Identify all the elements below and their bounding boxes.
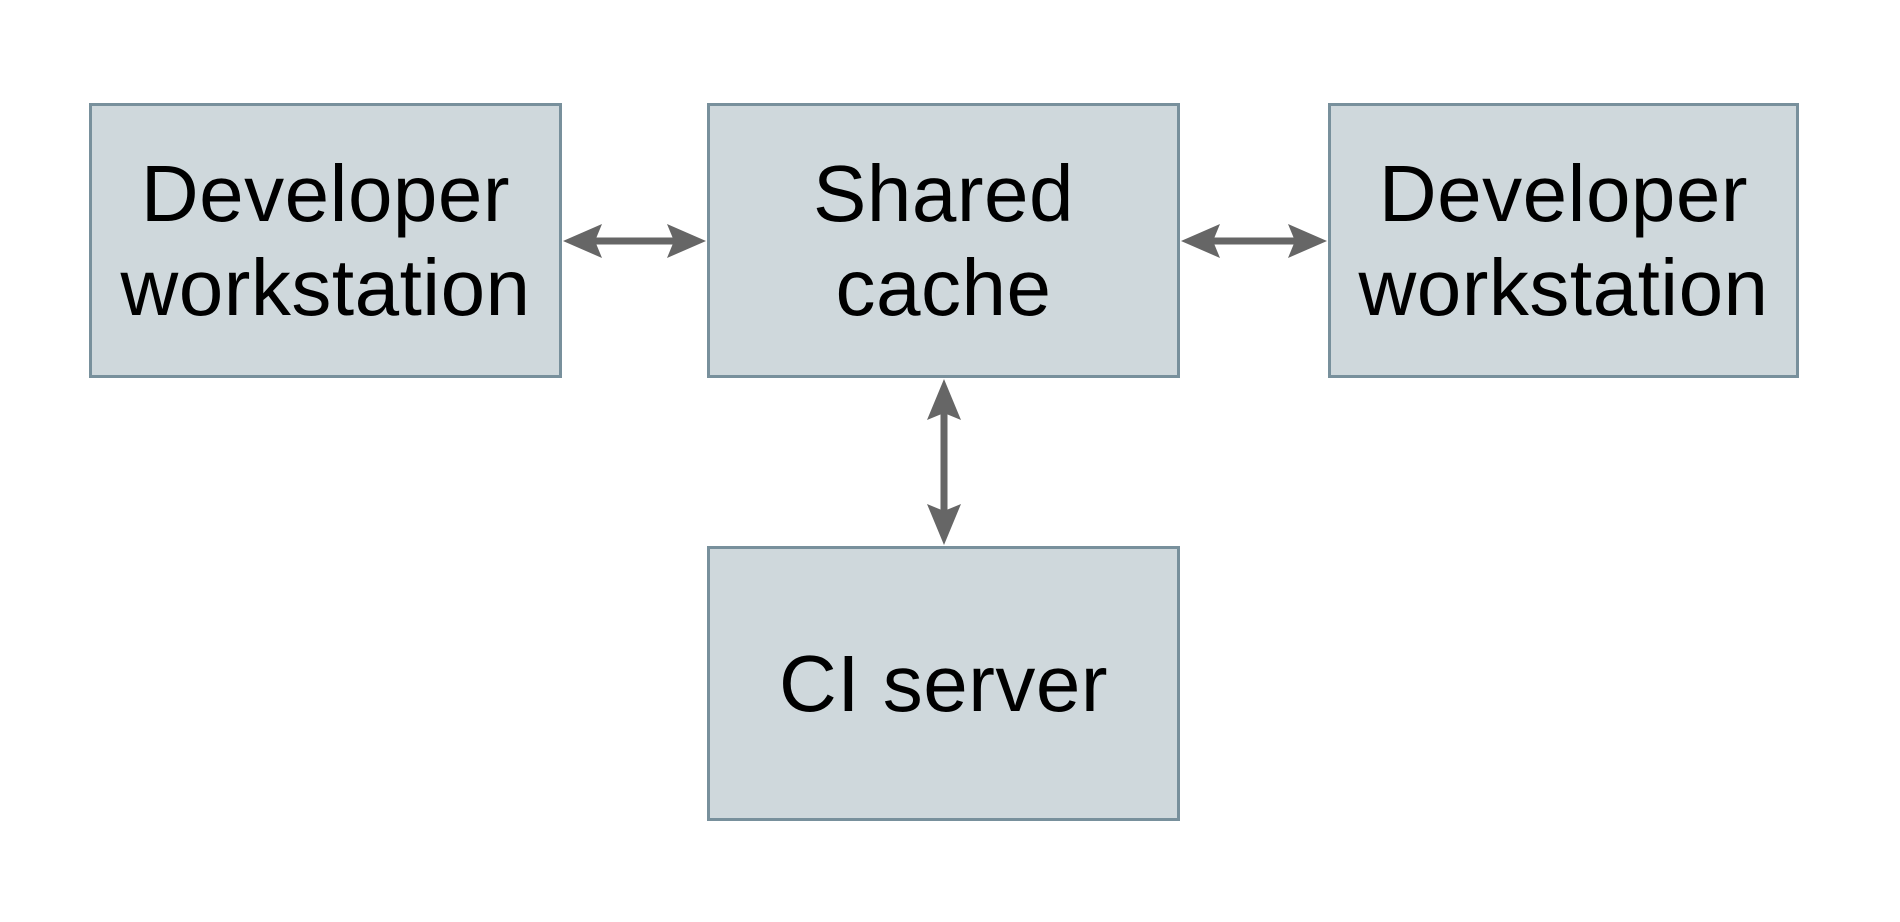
node-shared-cache: Shared cache [707,103,1180,378]
node-label-ci-server: CI server [779,638,1108,728]
node-label-shared-cache: Shared cache [813,148,1074,332]
bidirectional-arrow-icon-workstation-left-to-cache [563,224,706,258]
node-ci-server: CI server [707,546,1180,821]
node-label-developer-workstation-right: Developer workstation [1358,148,1769,332]
node-developer-workstation-right: Developer workstation [1328,103,1799,378]
bidirectional-arrow-icon-cache-to-workstation-right [1181,224,1327,258]
node-developer-workstation-left: Developer workstation [89,103,562,378]
node-label-developer-workstation-left: Developer workstation [120,148,531,332]
bidirectional-arrow-icon-cache-to-ci-server [927,379,961,545]
